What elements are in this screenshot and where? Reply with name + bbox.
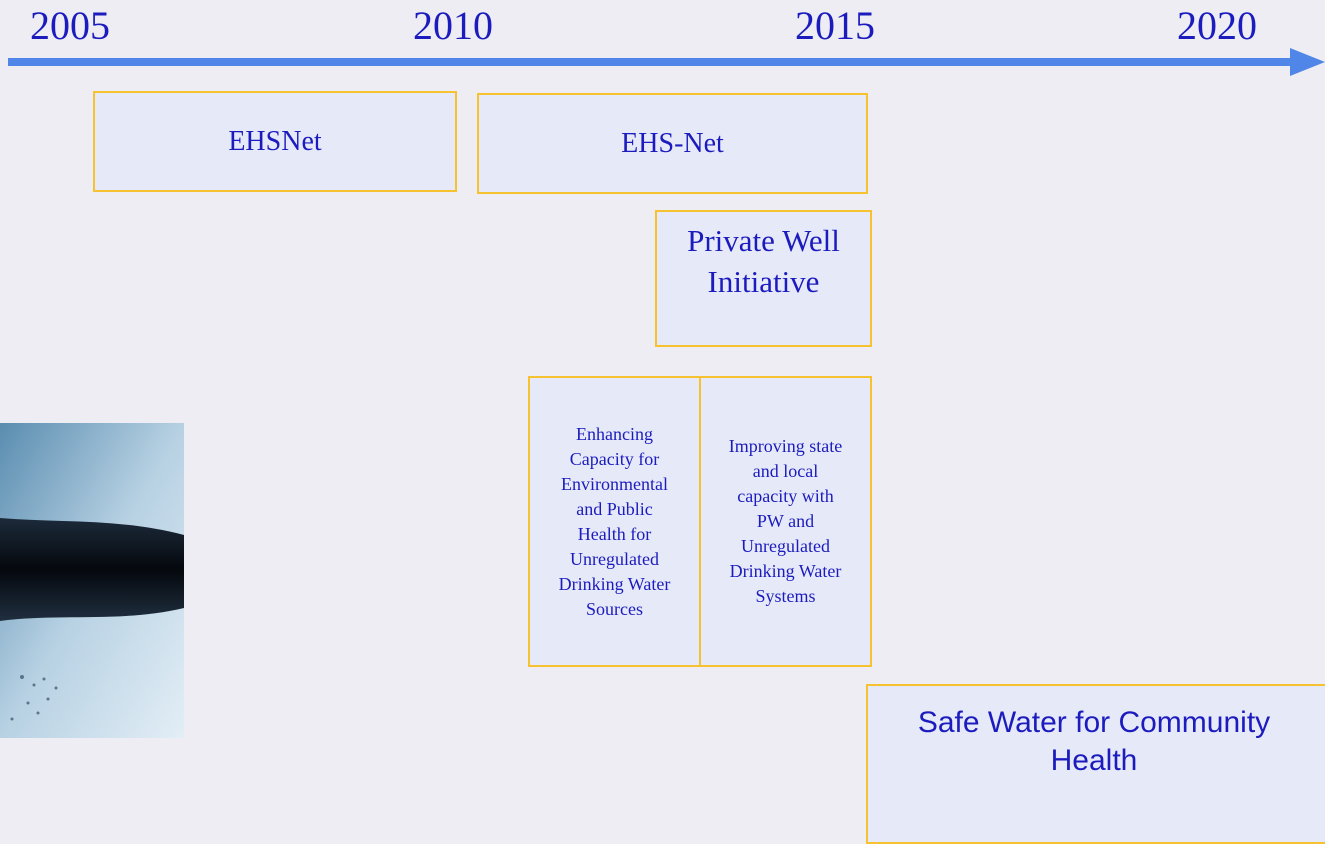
ehs-net-label: EHS-Net <box>621 127 724 159</box>
private-well-initiative-box: Private Well Initiative <box>655 210 872 347</box>
enhancing-capacity-box: Enhancing Capacity for Environmental and… <box>528 376 701 667</box>
water-photo <box>0 423 184 738</box>
improving-capacity-label: Improving state and local capacity with … <box>728 436 843 606</box>
improving-capacity-box: Improving state and local capacity with … <box>699 376 872 667</box>
ehsnet-box-2005: EHSNet <box>93 91 457 192</box>
ehsnet-label: EHSNet <box>228 125 322 157</box>
ehsnet-box-2010: EHS-Net <box>477 93 868 194</box>
safe-water-label: Safe Water for Community Health <box>917 706 1271 777</box>
enhancing-capacity-label: Enhancing Capacity for Environmental and… <box>558 423 671 619</box>
private-well-initiative-label: Private Well Initiative <box>687 223 840 299</box>
year-label-2005: 2005 <box>30 3 110 48</box>
year-label-2020: 2020 <box>1177 3 1257 48</box>
year-label-2015: 2015 <box>795 3 875 48</box>
safe-water-box: Safe Water for Community Health <box>866 684 1325 844</box>
year-label-2010: 2010 <box>413 3 493 48</box>
timeline-arrow <box>8 48 1325 76</box>
